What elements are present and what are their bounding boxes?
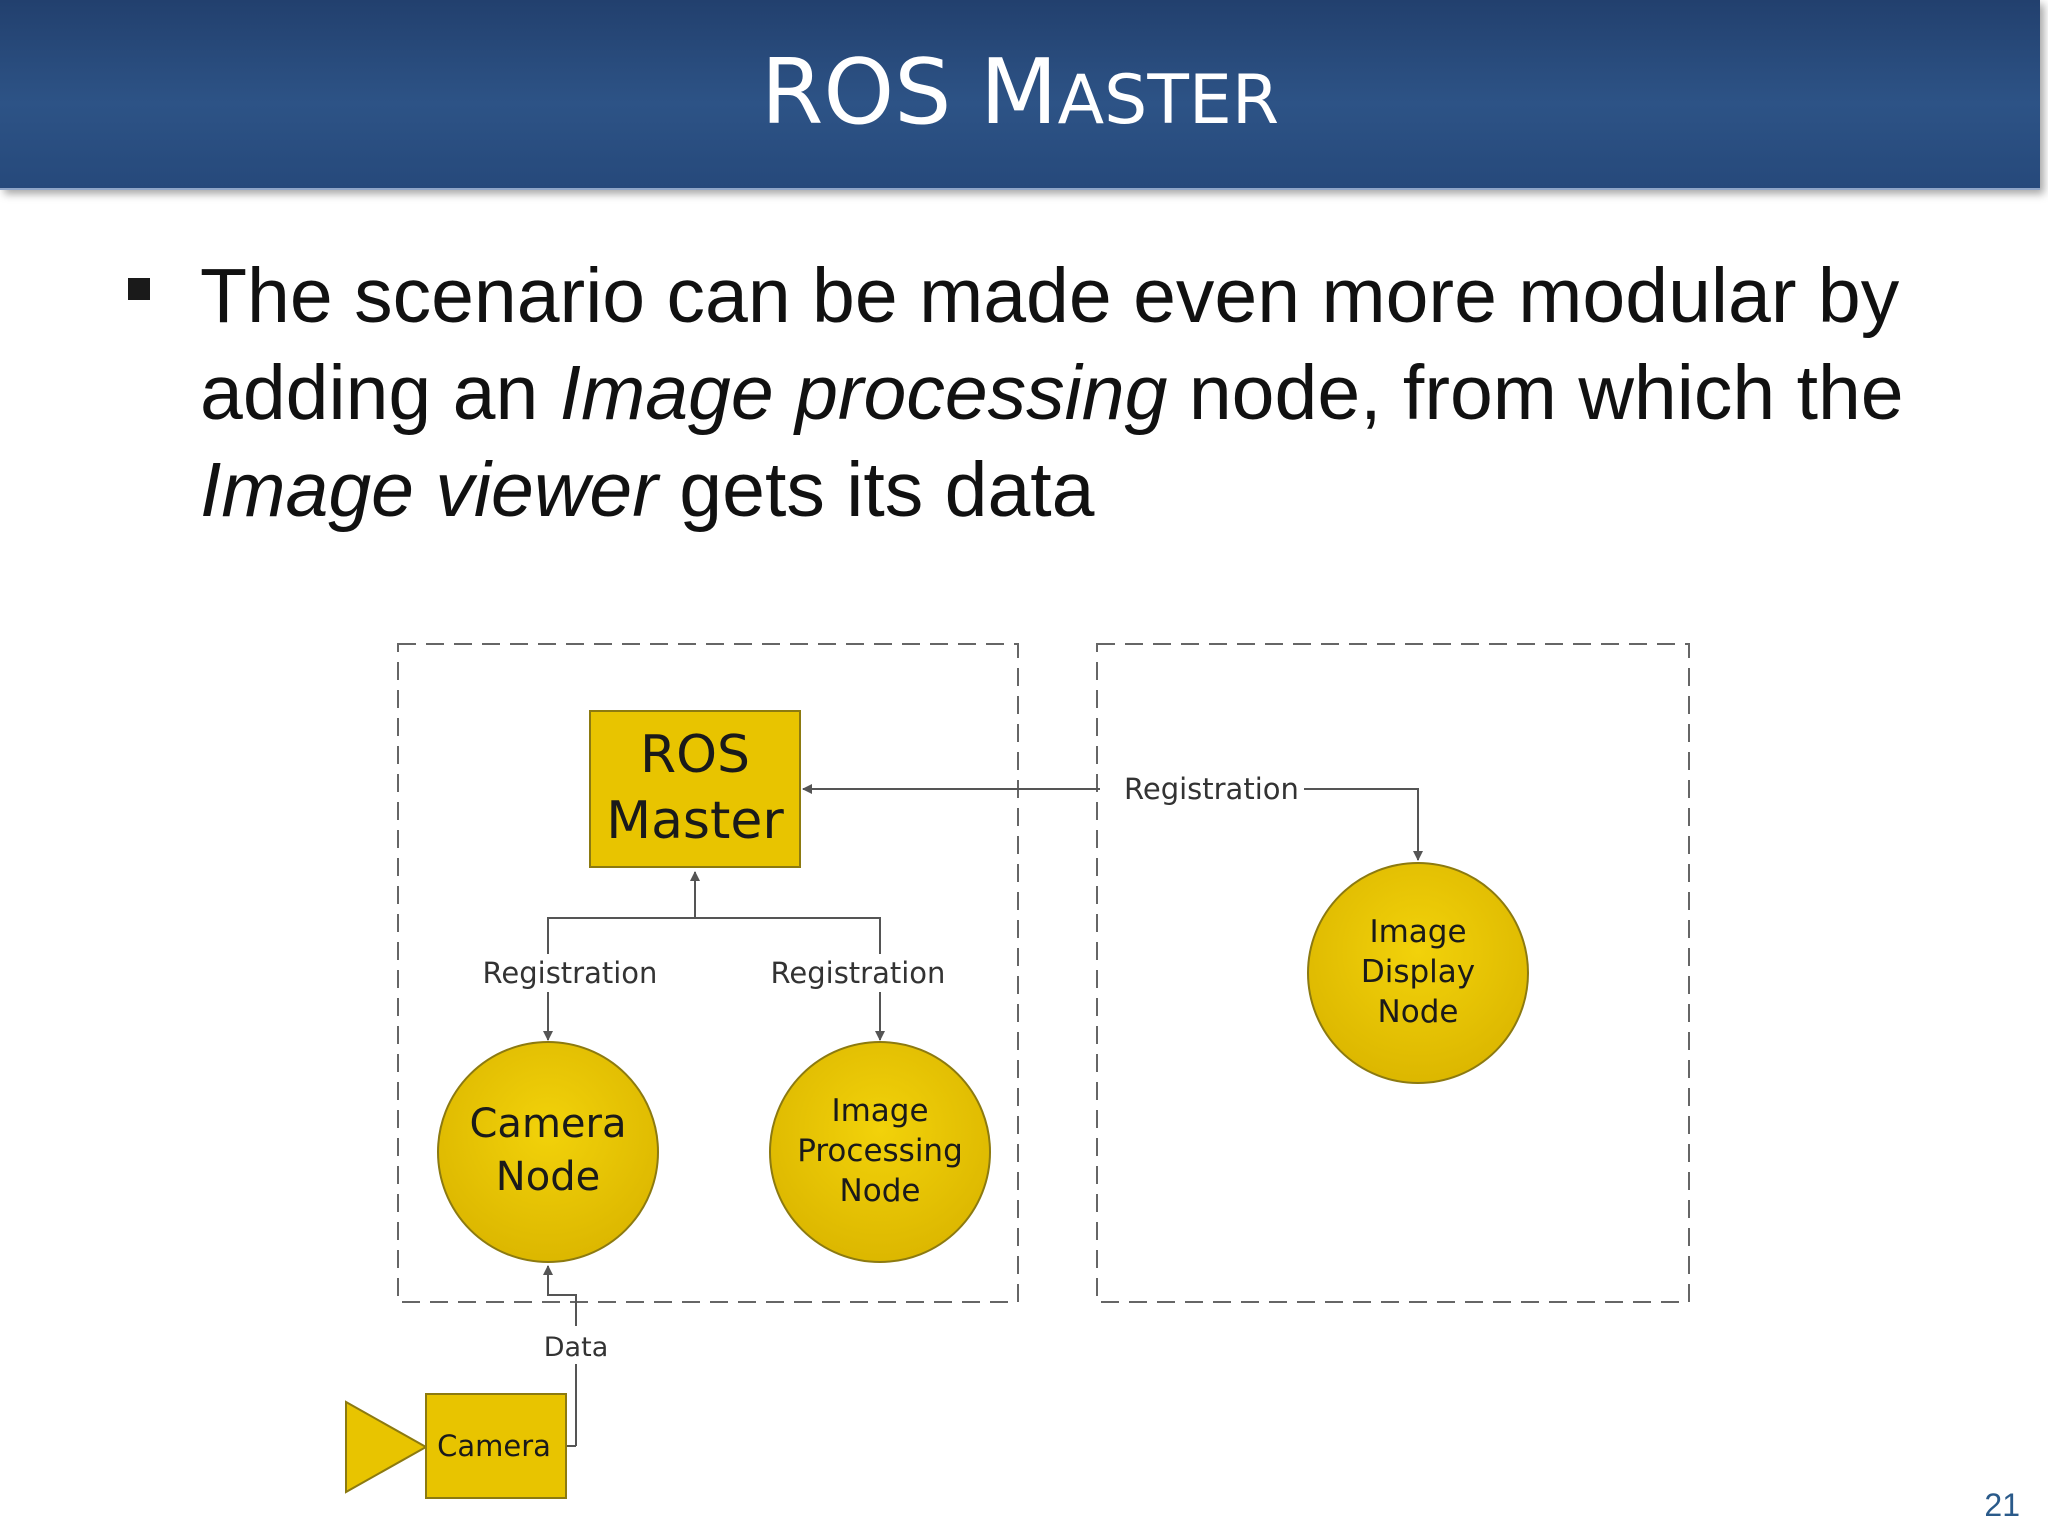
machine-box-right: [1096, 643, 1690, 1303]
ros-master-box: [589, 710, 801, 868]
title-bar: ROS MASTER: [0, 0, 2040, 190]
registration-label-right: Registration: [1124, 772, 1299, 806]
machine-box-left: [397, 643, 1019, 1303]
display-node-label-1: Image: [1369, 914, 1466, 950]
proc-node-label-2: Processing: [797, 1133, 963, 1169]
page-number: 21: [1984, 1487, 2020, 1523]
registration-label-mid: Registration: [771, 956, 946, 990]
ros-master-label-2: Master: [606, 791, 784, 851]
image-processing-node: [769, 1041, 991, 1263]
slide-title: ROS MASTER: [760, 40, 1280, 145]
camera-lens-icon: [345, 1400, 429, 1494]
camera-device-label: Camera: [437, 1429, 551, 1463]
bullet-text: The scenario can be made even more modul…: [200, 253, 1904, 533]
ros-master-label-1: ROS: [640, 725, 750, 785]
camera-node-label-1: Camera: [470, 1101, 627, 1147]
camera-node-label-2: Node: [496, 1154, 600, 1200]
display-node-label-3: Node: [1378, 994, 1459, 1030]
bullet-marker: [128, 278, 150, 300]
registration-line-right: [1305, 788, 1423, 861]
data-label: Data: [544, 1332, 608, 1363]
proc-node-label-1: Image: [831, 1093, 928, 1129]
image-display-node: [1307, 862, 1529, 1084]
data-line: [543, 1265, 577, 1446]
registration-label-left: Registration: [483, 956, 658, 990]
camera-node: [437, 1041, 659, 1263]
proc-node-label-3: Node: [840, 1173, 921, 1209]
camera-device: [425, 1393, 567, 1499]
display-node-label-2: Display: [1361, 954, 1475, 990]
